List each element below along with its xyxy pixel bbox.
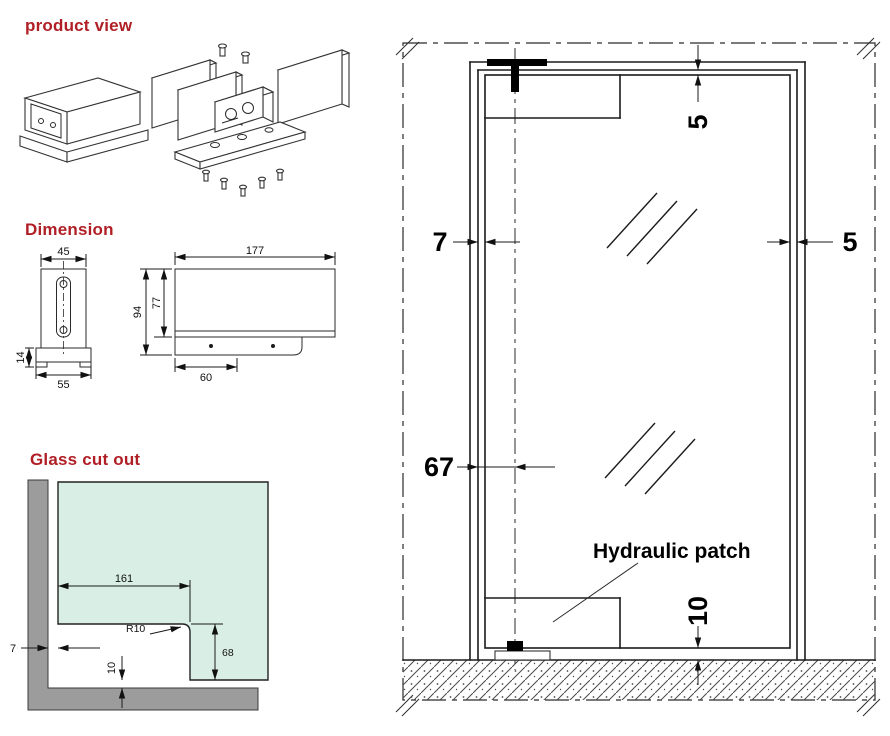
dim-front-width-bottom: 60: [174, 358, 238, 384]
dim-side-width-top: 45: [40, 246, 87, 267]
dim-value-55: 55: [57, 379, 69, 391]
wall-opening-border: [395, 37, 881, 717]
screw-icon: [201, 43, 285, 197]
dim-bottom-gap: 10: [106, 656, 126, 708]
glass-cutout-drawing: 161 7 R10 68 10: [10, 479, 269, 711]
hydraulic-patch-callout: Hydraulic patch: [552, 540, 751, 623]
dim-value-45: 45: [57, 246, 69, 258]
dim-pivot-offset: 67: [424, 452, 555, 482]
assembled-patch-fitting: [19, 77, 149, 163]
dim-top-gap: 5: [683, 45, 713, 130]
bottom-patch-fitting: [484, 597, 621, 661]
dim-value-pivot-offset: 67: [424, 452, 454, 482]
glass-panel: [57, 481, 269, 681]
dim-front-height-body: 77: [151, 269, 172, 338]
dim-cut-height: 68: [191, 623, 234, 680]
door-elevation-drawing: 5 7 5 67 10 Hydraulic patch: [395, 37, 881, 717]
dim-side-width-bottom: 55: [35, 366, 92, 391]
top-patch-fitting: [484, 59, 621, 119]
wall-corner: [27, 479, 259, 711]
glass-symbol-marks: [604, 192, 698, 495]
dim-front-width-top: 177: [174, 245, 336, 265]
dim-value-10-glass: 10: [106, 662, 118, 674]
dim-value-floor-gap: 10: [683, 596, 713, 626]
section-title-product-view: product view: [25, 16, 133, 35]
dim-value-68: 68: [222, 647, 234, 659]
dim-value-14: 14: [15, 351, 27, 363]
section-title-dimension: Dimension: [25, 220, 114, 239]
dim-value-161: 161: [115, 573, 133, 585]
dim-edge-gap: 7: [10, 643, 100, 655]
dim-value-lock-gap: 5: [842, 227, 857, 257]
side-view-part: [35, 261, 92, 368]
section-title-glass-cut-out: Glass cut out: [30, 450, 141, 469]
product-view-drawing: [19, 43, 351, 197]
dim-side-base-height: 14: [15, 347, 34, 368]
dim-corner-radius: R10: [126, 623, 182, 635]
dim-cut-width: 161: [58, 573, 191, 622]
dim-value-7-edge: 7: [10, 643, 16, 655]
dim-value-94: 94: [132, 306, 144, 318]
dim-value-177: 177: [246, 245, 264, 257]
glass-door-leaf: [484, 74, 791, 649]
dim-value-top-gap: 5: [683, 114, 713, 129]
dim-value-r10: R10: [126, 623, 145, 635]
dim-value-77: 77: [151, 297, 163, 309]
dim-front-height-total: 94: [132, 268, 172, 356]
floor-hatch: [402, 659, 876, 700]
dim-lock-side-gap: 5: [767, 227, 858, 257]
dim-value-60: 60: [200, 372, 212, 384]
dim-floor-gap: 10: [683, 596, 713, 685]
exploded-assembly: [150, 43, 351, 197]
front-view-part: [174, 268, 336, 356]
hydraulic-patch-label: Hydraulic patch: [593, 540, 751, 563]
dimension-drawing: 45 55 14 177: [15, 245, 336, 391]
dim-value-hinge-gap: 7: [432, 227, 447, 257]
dim-hinge-side-gap: 7: [432, 227, 520, 257]
door-frame: [469, 61, 806, 661]
